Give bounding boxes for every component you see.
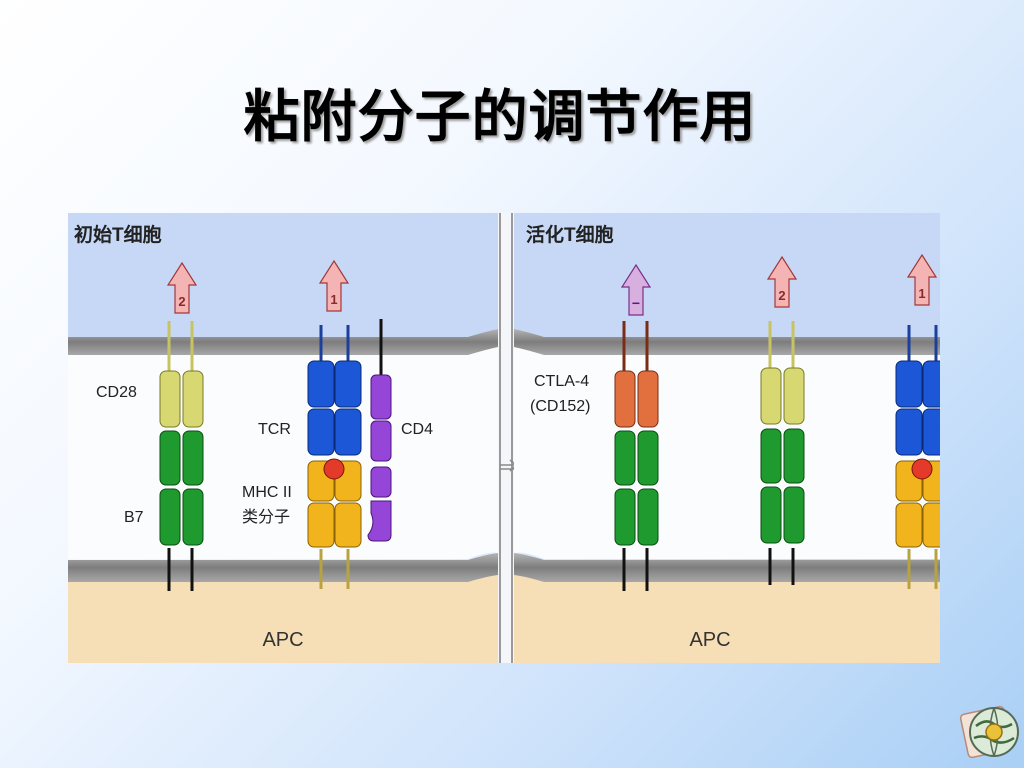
mhc-ii-domain (922, 502, 940, 548)
label-tcr: TCR (258, 421, 291, 438)
cd28-domain (760, 367, 782, 425)
cytoplasm-region (68, 345, 498, 559)
cd4-domain (370, 420, 392, 462)
inhibitory-signal-arrow: − (620, 263, 652, 316)
signal-1-arrow: 1 (906, 253, 938, 306)
signal-arrow-label: 1 (918, 286, 925, 301)
tcr-domain (895, 360, 923, 408)
b7-domain (637, 430, 659, 486)
slide-title: 粘附分子的调节作用 (243, 85, 757, 150)
tcr-domain (334, 408, 362, 456)
tcr-mhc-complex (307, 325, 362, 589)
signal-2-arrow: 2 (166, 261, 198, 314)
signal-2-arrow: 2 (766, 255, 798, 308)
b7-domain (159, 488, 181, 546)
tcr-domain (307, 408, 335, 456)
ctla4-b7-complex (614, 321, 659, 591)
label-cd152: (CD152) (530, 398, 590, 415)
b7-domain (783, 428, 805, 484)
tcr-domain (922, 408, 940, 456)
tcr-domain (334, 360, 362, 408)
b7-domain (637, 488, 659, 546)
apc-region (68, 573, 498, 663)
b7-domain (760, 428, 782, 484)
ctla4-domain (637, 370, 659, 428)
b7-domain (614, 488, 636, 546)
panel-heading: 初始T细胞 (74, 223, 162, 246)
tcr-domain (895, 408, 923, 456)
b7-domain (159, 430, 181, 486)
cd28-domain (783, 367, 805, 425)
signal-arrow-label: 2 (178, 294, 185, 309)
globe-logo-icon (959, 705, 1019, 759)
label-b7: B7 (124, 509, 144, 526)
tcr-mhc-complex (895, 325, 940, 589)
panel-divider (498, 213, 514, 663)
signal-1-arrow: 1 (318, 259, 350, 312)
tcr-domain (922, 360, 940, 408)
cd28-domain (182, 370, 204, 428)
panel-heading: 活化T细胞 (526, 223, 614, 246)
signal-arrow-label: − (632, 295, 640, 311)
t-cell-membrane (514, 329, 940, 355)
cd4-domain (370, 466, 392, 498)
cd4-coreceptor (367, 319, 392, 542)
cd28-domain (159, 370, 181, 428)
antigen-peptide (911, 458, 933, 480)
panel-activated-t-cell: 活化T细胞 (514, 213, 940, 663)
mhc-ii-domain (895, 502, 923, 548)
apc-membrane (68, 553, 498, 582)
tcr-domain (307, 360, 335, 408)
label-cd4: CD4 (401, 421, 433, 438)
b7-domain (760, 486, 782, 544)
apc-label: APC (262, 629, 303, 651)
cd28-b7-complex (760, 321, 805, 585)
cd4-domain (370, 374, 392, 420)
b7-domain (182, 488, 204, 546)
panel-naive-t-cell: 初始T细胞 (68, 213, 498, 663)
label-mhc-ii: MHC II (242, 484, 292, 501)
cd28-b7-complex (159, 321, 204, 591)
mhc-ii-domain (334, 502, 362, 548)
apc-region (514, 573, 940, 663)
signal-arrow-label: 1 (330, 292, 337, 307)
apc-label: APC (689, 629, 730, 651)
ctla4-domain (614, 370, 636, 428)
b7-domain (783, 486, 805, 544)
signal-arrow-label: 2 (778, 288, 785, 303)
label-cd28: CD28 (96, 384, 137, 401)
t-cell-region (514, 213, 940, 340)
apc-membrane (514, 553, 940, 582)
b7-domain (182, 430, 204, 486)
t-cell-membrane (68, 329, 498, 355)
antigen-peptide (323, 458, 345, 480)
b7-domain (614, 430, 636, 486)
mhc-ii-domain (307, 502, 335, 548)
label-ctla4: CTLA-4 (534, 373, 589, 390)
label-mhc-ii-class: 类分子 (242, 508, 290, 526)
cd4-domain (367, 500, 392, 542)
adhesion-molecule-diagram: 初始T细胞 (68, 213, 940, 663)
